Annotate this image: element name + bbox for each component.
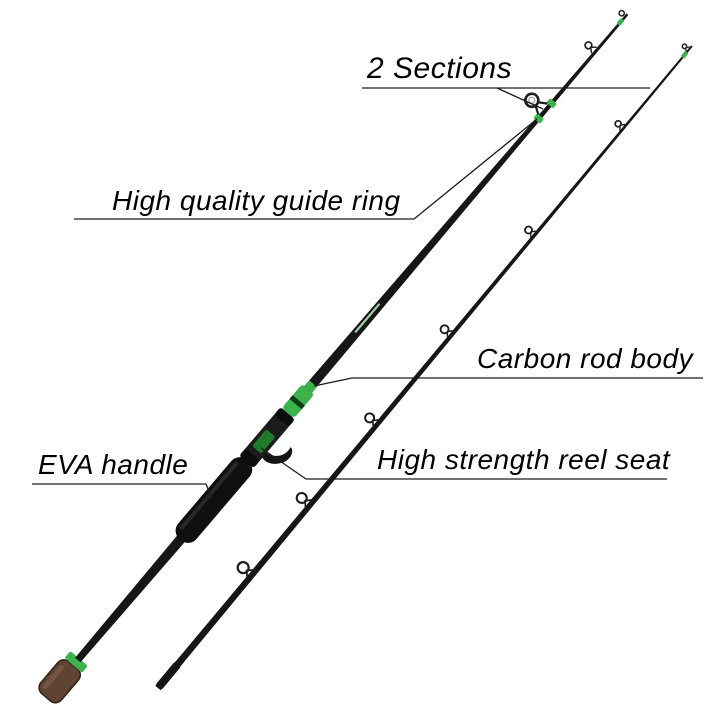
- carbon-blank: [304, 13, 629, 393]
- leader-reel-seat: [260, 447, 307, 480]
- guide-ring-icon: [439, 324, 450, 335]
- guide-ring-icon: [524, 225, 533, 235]
- rod-main-section: [38, 9, 629, 704]
- butt-cap-highlight: [42, 665, 64, 690]
- label-2-sections: 2 Sections: [367, 52, 513, 85]
- label-eva-handle: EVA handle: [38, 449, 189, 480]
- tip-green-wrap: [681, 51, 688, 59]
- tip-section-blank: [155, 45, 693, 691]
- rear-blank: [75, 534, 186, 663]
- leader-eva-handle: [205, 483, 213, 500]
- guide-ring-icon: [364, 412, 376, 424]
- tip-top-guide-icon: [618, 9, 626, 17]
- small-tip-guide: [584, 41, 597, 54]
- callout-lines: [32, 87, 703, 500]
- eva-foam-grip: [175, 457, 253, 543]
- guide-ring-icon: [524, 92, 540, 109]
- rod-tip-section: [155, 43, 693, 691]
- reel-seat-locknut: [275, 408, 294, 426]
- brand-decal: [354, 303, 381, 333]
- guide-wrap-green: [546, 98, 557, 108]
- eva-foam-highlight: [179, 461, 239, 530]
- guide-wrap-green: [533, 113, 544, 124]
- main-tip-guide-ring: [524, 92, 557, 124]
- label-carbon-rod-body: Carbon rod body: [477, 343, 694, 374]
- leader-sections: [496, 87, 544, 110]
- trigger-grip: [262, 447, 293, 464]
- guide-ring-icon: [236, 561, 250, 575]
- guide-ring-icon: [295, 491, 308, 505]
- tip-section-guide-rings: [236, 43, 690, 578]
- reel-seat-hood: [240, 449, 259, 467]
- reel-seat-green-inlay: [252, 429, 275, 453]
- winding-check-green: [305, 380, 317, 392]
- fore-grip-band: [289, 395, 305, 410]
- tip-top-wrap-green: [616, 18, 624, 26]
- leader-guide-ring: [413, 118, 538, 220]
- label-reel-seat: High strength reel seat: [377, 444, 671, 475]
- guide-ring-icon: [614, 119, 622, 128]
- butt-green-ring: [65, 651, 88, 672]
- guide-ring-icon: [584, 41, 593, 50]
- tip-top-guide-icon: [681, 43, 688, 50]
- label-guide-ring: High quality guide ring: [112, 185, 401, 216]
- leader-rod-body: [313, 377, 353, 387]
